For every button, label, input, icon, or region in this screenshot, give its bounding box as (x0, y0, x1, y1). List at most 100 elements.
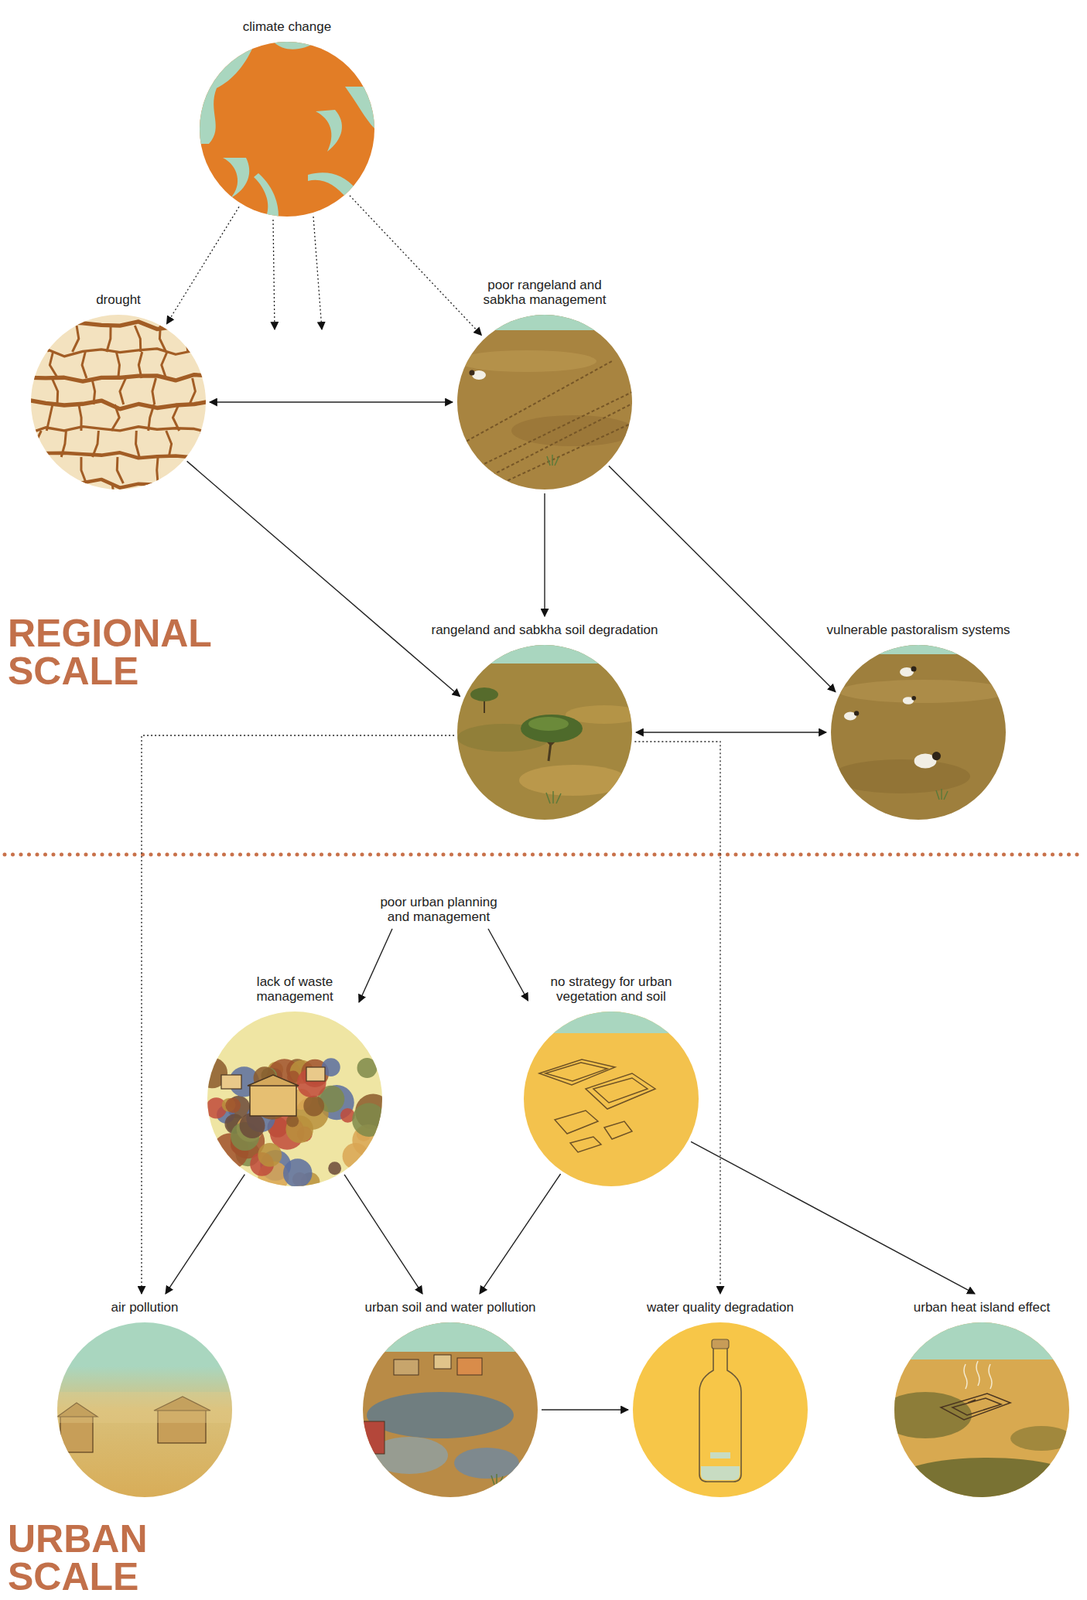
illustration-group (632, 1322, 808, 1498)
issue-circle: vulnerable pastoralism systems (802, 622, 1035, 821)
circle-illustration (199, 41, 375, 217)
illustration-part (523, 1011, 699, 1187)
illustration-part (152, 378, 157, 405)
illustration-part (57, 1392, 233, 1424)
illustration-group (830, 645, 1006, 821)
illustration-part (106, 325, 111, 353)
illustration-part (1010, 1426, 1070, 1452)
illustration-part (393, 1360, 419, 1376)
issue-circle: poor rangeland and sabkha management (457, 277, 633, 490)
arrow-connector (209, 401, 453, 403)
circle-illustration (632, 1322, 808, 1498)
arrow-connector (479, 1174, 561, 1295)
illustration-part (111, 404, 120, 431)
illustration-part (469, 370, 476, 377)
illustration-group (894, 1322, 1070, 1498)
illustration-part (366, 1163, 383, 1180)
scale-separator (4, 853, 1084, 858)
illustration-part (830, 645, 1006, 655)
illustration-part (457, 314, 633, 490)
illustration-part (30, 348, 206, 357)
illustration-part (199, 165, 212, 217)
illustration-part (362, 1322, 538, 1353)
illustration-part (464, 392, 633, 474)
illustration-part (286, 1114, 299, 1128)
arrow-connector (358, 929, 393, 1003)
illustration-part (116, 352, 120, 379)
illustration-part (72, 325, 79, 353)
illustration-part (457, 361, 612, 447)
illustration-group (457, 314, 633, 490)
illustration-part (357, 1058, 378, 1079)
illustration-part (148, 404, 154, 431)
illustration-part (144, 483, 149, 490)
illustration-part (700, 1466, 740, 1481)
influence-arrow (313, 216, 322, 330)
illustration-part (911, 666, 917, 673)
illustration-part (82, 352, 87, 379)
influence-arrow (273, 219, 275, 330)
issue-circle: water quality degradation (619, 1300, 821, 1498)
illustration-part (362, 1322, 538, 1498)
illustration-part (247, 1075, 299, 1087)
illustration-part (198, 430, 202, 458)
illustration-part (315, 109, 342, 152)
illustration-part (172, 404, 179, 431)
illustration-part (520, 714, 583, 743)
illustration-part (710, 1452, 731, 1460)
illustration-part (68, 483, 70, 490)
illustration-part (199, 41, 375, 217)
illustration-part (894, 1322, 1070, 1361)
illustration-part (225, 1098, 241, 1115)
issue-circle: urban soil and water pollution (334, 1300, 567, 1498)
arrow-connector (165, 1175, 245, 1295)
node-label: rangeland and sabkha soil degradation (430, 622, 658, 638)
issue-circle: no strategy for urban vegetation and soi… (523, 974, 699, 1187)
arrow-connector (543, 493, 545, 617)
illustration-part (491, 1474, 503, 1486)
illustration-part (194, 457, 201, 484)
circle-illustration (830, 645, 1006, 821)
illustration-part (107, 483, 114, 490)
circle-illustration (523, 1011, 699, 1187)
illustration-part (249, 1085, 297, 1117)
illustration-part (119, 378, 127, 405)
arrow-connector (541, 1409, 629, 1411)
arrow-connector (141, 735, 455, 1295)
arrow-connector (690, 1141, 975, 1295)
illustration-part (166, 430, 172, 458)
illustration-part (940, 1394, 1011, 1421)
scale-label: URBAN SCALE (7, 1521, 233, 1597)
illustration-part (30, 479, 206, 489)
illustration-part (57, 1322, 233, 1498)
illustration-part (894, 1392, 972, 1440)
illustration-part (894, 1458, 1070, 1498)
illustration-part (528, 717, 569, 732)
issue-circle: climate change (199, 19, 375, 217)
illustration-part (328, 1162, 342, 1176)
illustration-part (554, 1110, 599, 1135)
illustration-group (457, 645, 633, 821)
illustration-part (545, 1063, 608, 1082)
circle-illustration (30, 314, 206, 490)
illustration-part (546, 791, 561, 804)
illustration-part (30, 427, 206, 435)
illustration-part (604, 1121, 633, 1140)
illustration-part (306, 1067, 325, 1082)
illustration-part (49, 352, 58, 379)
illustration-part (253, 173, 279, 217)
illustration-part (699, 1346, 742, 1483)
circle-illustration (457, 314, 633, 490)
illustration-part (593, 1078, 648, 1104)
illustration-part (454, 1448, 520, 1480)
illustration-part (488, 423, 633, 490)
illustration-part (854, 710, 859, 716)
illustration-part (199, 41, 256, 144)
illustration-part (221, 1075, 242, 1090)
node-label: urban soil and water pollution (364, 1300, 536, 1316)
illustration-part (911, 696, 917, 701)
illustration-part (457, 645, 633, 821)
illustration-part (352, 1103, 383, 1138)
illustration-part (239, 1113, 266, 1139)
illustration-part (81, 457, 87, 484)
